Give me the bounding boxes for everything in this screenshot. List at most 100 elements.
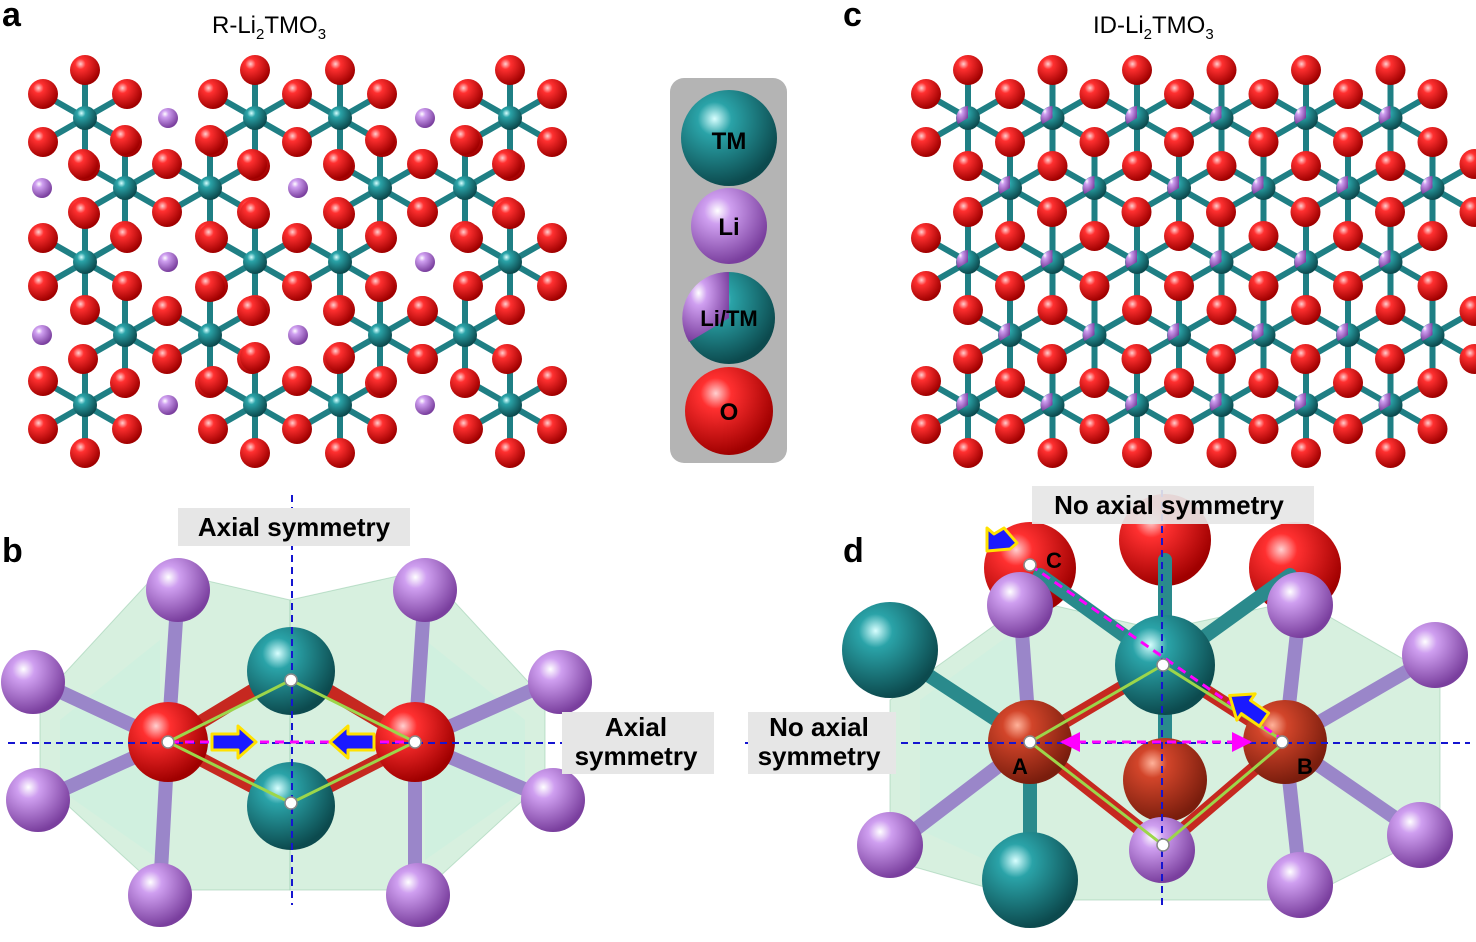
li-atom	[158, 395, 178, 415]
tm-atom	[243, 250, 267, 274]
mixed-site-li-wedge	[1378, 250, 1391, 268]
li-atom	[158, 108, 178, 128]
o-atom	[953, 438, 983, 468]
li-atom	[415, 108, 435, 128]
o-atom	[1121, 197, 1152, 227]
o-atom	[1248, 221, 1279, 251]
o-sphere-icon	[685, 367, 773, 455]
mixed-site-li-wedge	[1336, 323, 1348, 341]
tm-atom	[498, 250, 522, 274]
o-atom	[1164, 79, 1194, 109]
o-atom	[953, 344, 983, 374]
o-atom	[1375, 344, 1405, 374]
o-atom	[995, 79, 1025, 109]
arrow-up-left-small-icon	[1228, 692, 1271, 728]
o-atom	[911, 366, 941, 396]
o-atom	[537, 366, 567, 396]
panel-title-a-mid: TMO	[264, 12, 318, 39]
o-atom	[1206, 151, 1237, 181]
mixed-site-li-wedge	[1082, 176, 1095, 194]
o-atom	[1164, 271, 1194, 301]
o-atom	[152, 149, 182, 179]
o-atom	[1037, 344, 1067, 374]
li-atom	[386, 863, 450, 927]
o-atom	[325, 438, 355, 468]
o-atom	[323, 296, 353, 326]
mixed-site-li-wedge	[1294, 393, 1306, 411]
o-atom	[152, 197, 182, 227]
mixed-site-li-wedge	[1420, 176, 1433, 194]
panel-title-c-sub1: 2	[1143, 25, 1153, 43]
o-atom-lower-center	[1123, 738, 1207, 822]
o-atom	[953, 295, 983, 325]
o-atom	[1333, 368, 1363, 398]
site-label-c: C	[1046, 548, 1062, 573]
li-atom	[288, 325, 308, 345]
panel-title-a-sub1: 2	[256, 25, 265, 43]
mixed-site-li-wedge	[956, 106, 968, 124]
panel-a-structure	[28, 55, 567, 468]
tm-atom	[243, 393, 267, 417]
o-atom	[1333, 127, 1363, 157]
tm-atom-left	[842, 602, 938, 698]
legend-label-li: Li	[718, 214, 739, 241]
o-atom	[1164, 414, 1194, 444]
o-atom	[1206, 55, 1237, 85]
mixed-site-li-wedge	[1378, 106, 1391, 124]
o-atom	[110, 368, 140, 398]
o-atom	[195, 125, 225, 155]
o-atom	[1079, 368, 1110, 398]
o-atom	[365, 125, 395, 155]
mixed-site-li-wedge	[1294, 250, 1306, 268]
o-atom	[1333, 221, 1363, 251]
o-atom	[1079, 221, 1110, 251]
li-atom	[1267, 852, 1333, 918]
o-atom	[1248, 271, 1279, 301]
o-atom	[1375, 438, 1406, 468]
mixed-site-li-wedge	[1040, 393, 1053, 411]
o-atom	[1248, 414, 1279, 444]
o-atom	[367, 79, 397, 109]
mixed-site-li-wedge	[956, 393, 968, 411]
li-atom	[521, 768, 585, 832]
octahedron-left-face	[60, 640, 160, 860]
panel-title-c-sub2: 3	[1205, 25, 1214, 43]
o-atom	[995, 221, 1025, 251]
o-atom	[198, 366, 228, 396]
label-box-axial-horizontal	[562, 712, 714, 774]
o-atom	[953, 197, 983, 227]
site-label-b: B	[1297, 754, 1313, 779]
o-atom	[365, 272, 395, 302]
tm-atom	[368, 323, 392, 347]
o-atom	[325, 342, 355, 372]
o-atom	[28, 271, 58, 301]
mixed-site-li-wedge	[1209, 106, 1222, 124]
o-atom	[1121, 344, 1152, 374]
o-atom	[1291, 438, 1321, 468]
o-atom	[408, 197, 438, 227]
o-atom	[953, 55, 983, 85]
o-atom	[537, 271, 567, 301]
o-atom	[995, 271, 1025, 301]
li-atom	[393, 558, 457, 622]
path-arrowhead-left-icon	[1060, 732, 1080, 752]
o-atom	[282, 127, 312, 157]
o-atom	[408, 344, 438, 374]
li-atom	[528, 650, 592, 714]
mixed-site-li-wedge	[1125, 393, 1137, 411]
li-atom	[288, 178, 308, 198]
o-atom	[240, 342, 270, 372]
o-atom	[453, 223, 483, 253]
panel-letter-c: c	[843, 0, 862, 34]
o-atom	[70, 55, 100, 85]
o-atom	[282, 366, 312, 396]
tm-atom	[453, 176, 477, 200]
o-atom	[110, 125, 140, 155]
o-atom	[1164, 221, 1194, 251]
panel-letter-b: b	[2, 532, 23, 570]
legend-label-tm: TM	[712, 128, 747, 155]
atom-legend: TM Li Li/TM O	[670, 78, 787, 463]
li-atom	[415, 252, 435, 272]
mixed-site-li-wedge	[1040, 106, 1053, 124]
